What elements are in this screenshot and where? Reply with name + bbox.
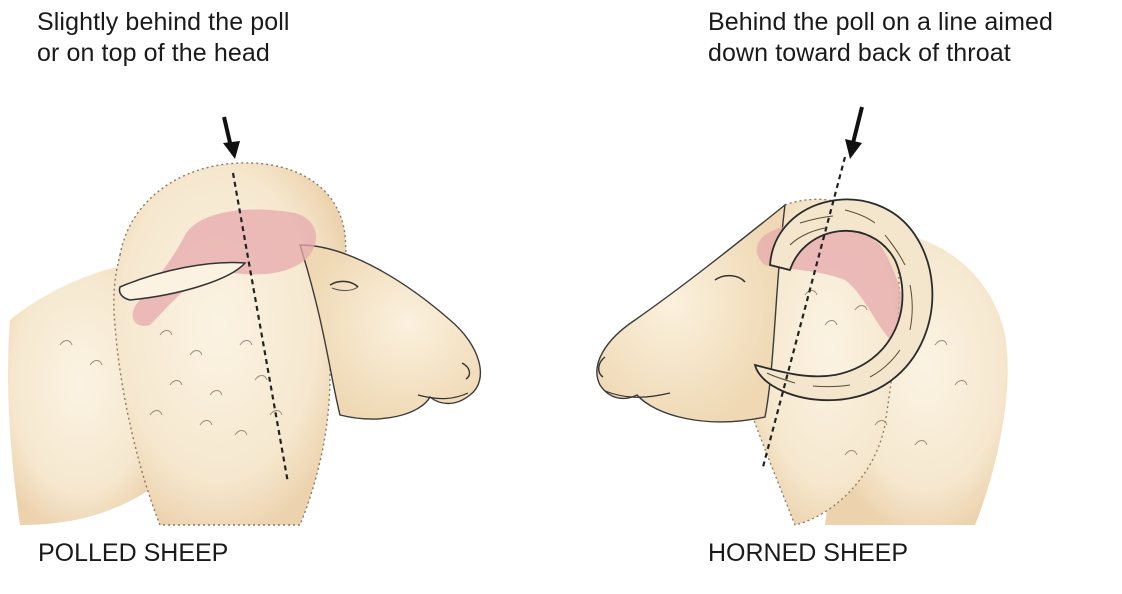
horned-caption: Behind the poll on a line aimed down tow… (708, 7, 1053, 69)
polled-arrow-icon (223, 117, 240, 159)
polled-caption: Slightly behind the poll or on top of th… (37, 7, 290, 69)
polled-caption-line-2: or on top of the head (37, 38, 290, 69)
horned-caption-line-2: down toward back of throat (708, 38, 1053, 69)
horned-caption-line-1: Behind the poll on a line aimed (708, 7, 1053, 38)
polled-caption-line-1: Slightly behind the poll (37, 7, 290, 38)
polled-sheep-label: POLLED SHEEP (38, 538, 228, 568)
horned-arrow-icon (845, 107, 862, 159)
horned-sheep-label: HORNED SHEEP (708, 538, 908, 568)
horned-sheep-illustration (575, 95, 1075, 535)
polled-sheep-illustration (0, 95, 500, 535)
